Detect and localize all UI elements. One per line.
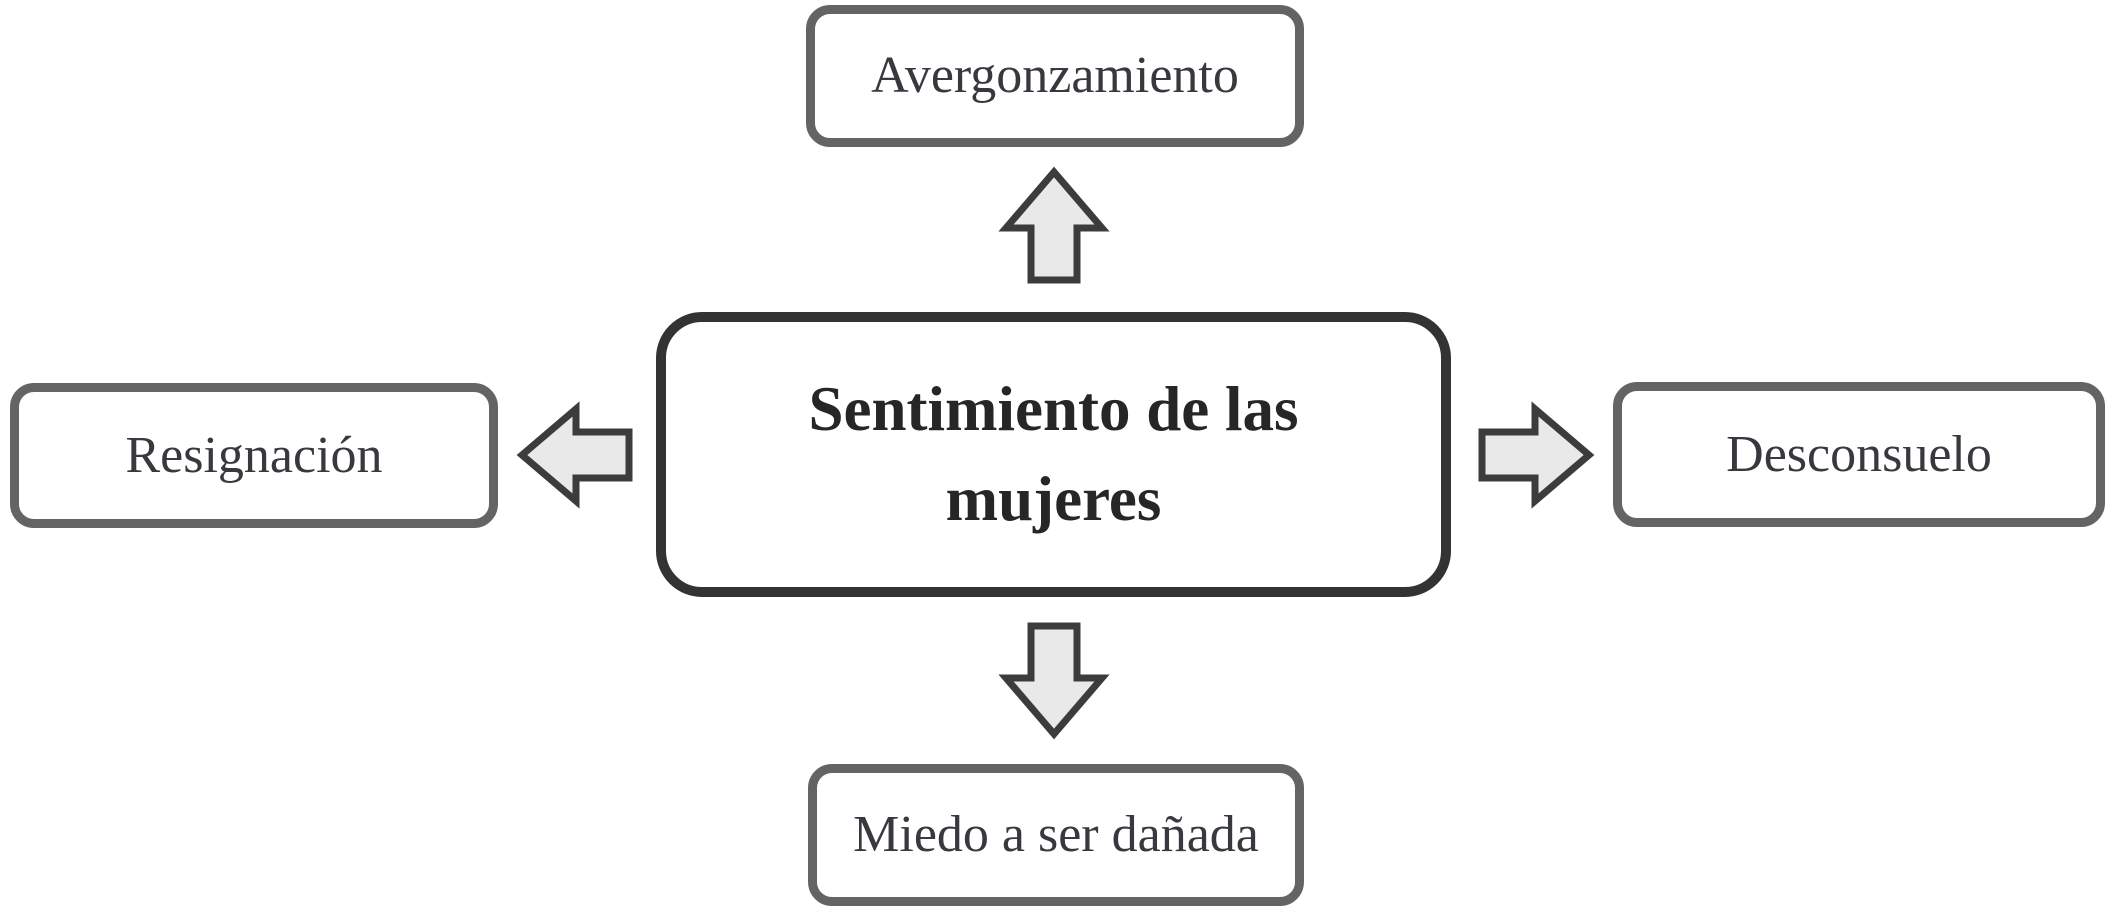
arrow-right-icon (1478, 401, 1595, 509)
node-sentimiento-central: Sentimiento de las mujeres (656, 312, 1451, 597)
node-sentimiento-central-label: Sentimiento de las mujeres (808, 374, 1299, 534)
arrow-down-icon (998, 622, 1110, 740)
node-resignacion: Resignación (10, 383, 498, 528)
node-desconsuelo-label: Desconsuelo (1726, 425, 1992, 483)
node-avergonzamiento-label: Avergonzamiento (871, 47, 1239, 105)
node-miedo-label: Miedo a ser dañada (853, 806, 1259, 864)
node-resignacion-label: Resignación (125, 426, 383, 484)
node-desconsuelo: Desconsuelo (1613, 382, 2105, 527)
arrow-left-icon (516, 401, 633, 509)
node-avergonzamiento: Avergonzamiento (806, 5, 1304, 147)
node-miedo: Miedo a ser dañada (808, 764, 1304, 906)
arrow-up-icon (998, 166, 1110, 284)
